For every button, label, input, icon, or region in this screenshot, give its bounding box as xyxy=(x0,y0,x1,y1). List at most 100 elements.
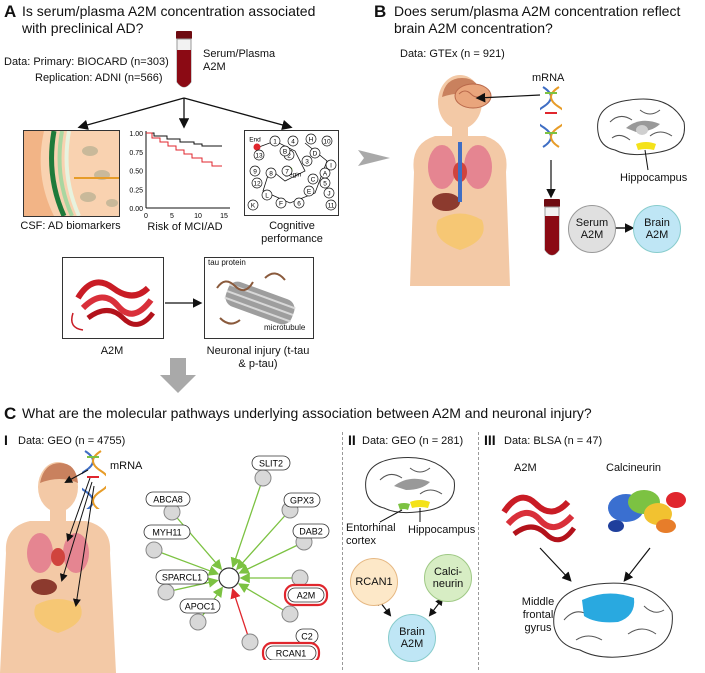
trail-label: F xyxy=(279,201,283,208)
a2m-protein-icon xyxy=(71,279,155,331)
trail-node xyxy=(287,135,299,147)
panel-b-data: Data: GTEx (n = 921) xyxy=(400,48,505,60)
gene-label-box xyxy=(283,492,321,508)
brain-a2m-circle: Brain A2M xyxy=(633,205,681,253)
trail-label: 13 xyxy=(255,153,263,160)
gene-network: SLIT2GPX3DAB2A2MC2RCAN1APOC1SPARCL1MYH11… xyxy=(143,455,330,660)
microtubule-label: microtubule xyxy=(264,323,306,332)
trail-label: 3 xyxy=(305,159,309,166)
cognitive-caption: Cognitive performance xyxy=(261,220,323,245)
trail-label: L xyxy=(265,193,269,200)
gene-label: GPX3 xyxy=(290,496,314,506)
gene-label: RCAN1 xyxy=(276,649,307,659)
gene-label-box xyxy=(179,598,221,614)
rcan1-circle: RCAN1 xyxy=(350,558,398,606)
panel-c-ii-numeral: II xyxy=(348,432,356,448)
km-xtick: 0 xyxy=(144,213,148,220)
km-xtick: 10 xyxy=(194,213,202,220)
gray-arrow-a-to-c xyxy=(160,358,196,393)
trail-label: H xyxy=(309,137,314,144)
km-ytick: 0.75 xyxy=(129,150,143,157)
network-edge xyxy=(238,541,305,574)
artery-icon xyxy=(24,131,119,216)
panel-c-i-mrna: mRNA xyxy=(110,460,143,472)
trail-label: J xyxy=(327,191,330,198)
tau-label: tau protein xyxy=(208,258,246,267)
trail-label: E xyxy=(307,189,312,196)
divider-2 xyxy=(478,432,479,670)
risk-caption: Risk of MCI/AD xyxy=(147,221,223,233)
network-edge xyxy=(230,587,251,643)
trail-node xyxy=(323,187,335,199)
trail-label: B xyxy=(283,149,287,156)
gene-label: SLIT2 xyxy=(259,459,283,469)
panel-c-i-numeral: I xyxy=(4,432,8,448)
panel-c-i-data: Data: GEO (n = 4755) xyxy=(18,435,126,447)
trail-label: 11 xyxy=(328,203,335,210)
gene-label: ABCA8 xyxy=(153,495,183,505)
gene-label-box xyxy=(292,523,330,539)
trail-node xyxy=(319,167,331,179)
panel-b-mrna: mRNA xyxy=(532,72,565,84)
trail-label: 10 xyxy=(323,139,331,146)
trail-label: 5 xyxy=(323,181,327,188)
a2m-caption: A2M xyxy=(100,345,124,357)
panel-c-iii-numeral: III xyxy=(484,432,496,448)
km-ytick: 1.00 xyxy=(129,131,143,138)
panel-c-ii-hippocampus: Hippocampus xyxy=(408,524,476,536)
trail-node xyxy=(269,135,281,147)
trail-node xyxy=(303,185,315,197)
panel-c-question: What are the molecular pathways underlyi… xyxy=(22,405,592,421)
trail-label: C xyxy=(311,177,316,184)
network-edge xyxy=(171,511,223,571)
gene-label: SPARCL1 xyxy=(162,573,202,583)
km-ytick: 0.25 xyxy=(129,187,143,194)
network-edge xyxy=(153,549,220,576)
trail-node xyxy=(261,189,273,201)
region-label: Middle frontal gyrus xyxy=(521,596,555,634)
brain-icon xyxy=(553,582,673,658)
a2m-protein-box xyxy=(62,257,164,339)
trail-end-marker xyxy=(253,143,261,151)
gene-node xyxy=(189,613,207,631)
tau-microtubule-box xyxy=(204,257,314,339)
trail-node xyxy=(301,155,313,167)
network-edge xyxy=(235,509,291,571)
panel-a-question: Is serum/plasma A2M concentration associ… xyxy=(22,3,316,36)
trail-node xyxy=(281,165,293,177)
gene-label-box xyxy=(265,645,317,660)
trail-node xyxy=(253,149,265,161)
trail-label: A xyxy=(323,171,328,178)
panel-c-ii-brain-circle: Brain A2M xyxy=(388,614,436,662)
csf-caption: CSF: AD biomarkers xyxy=(20,220,121,232)
panel-b-letter: B xyxy=(374,2,387,21)
trail-node xyxy=(265,167,277,179)
gene-label: DAB2 xyxy=(299,527,323,537)
trail-label: 4 xyxy=(291,139,295,146)
calcineurin-circle: Calci- neurin xyxy=(424,554,472,602)
serum-a2m-circle: Serum A2M xyxy=(568,205,616,253)
gene-label-box xyxy=(155,569,209,585)
trail-node xyxy=(325,199,337,211)
gene-node xyxy=(281,605,299,623)
trail-label: 1 xyxy=(273,139,277,146)
human-body-icon xyxy=(0,462,116,673)
dna-helix-icon xyxy=(540,86,562,148)
entorhinal-label: Entorhinal cortex xyxy=(346,522,396,547)
km-xtick: 5 xyxy=(170,213,174,220)
gene-label-box xyxy=(287,587,325,603)
gene-node xyxy=(241,633,259,651)
gene-label-box xyxy=(145,491,191,507)
gene-label-box xyxy=(251,455,291,471)
trail-node xyxy=(309,147,321,159)
panel-c-letter: C xyxy=(4,404,17,423)
gene-label: C2 xyxy=(301,632,313,642)
trail-node xyxy=(249,165,261,177)
trail-label: 8 xyxy=(269,171,273,178)
